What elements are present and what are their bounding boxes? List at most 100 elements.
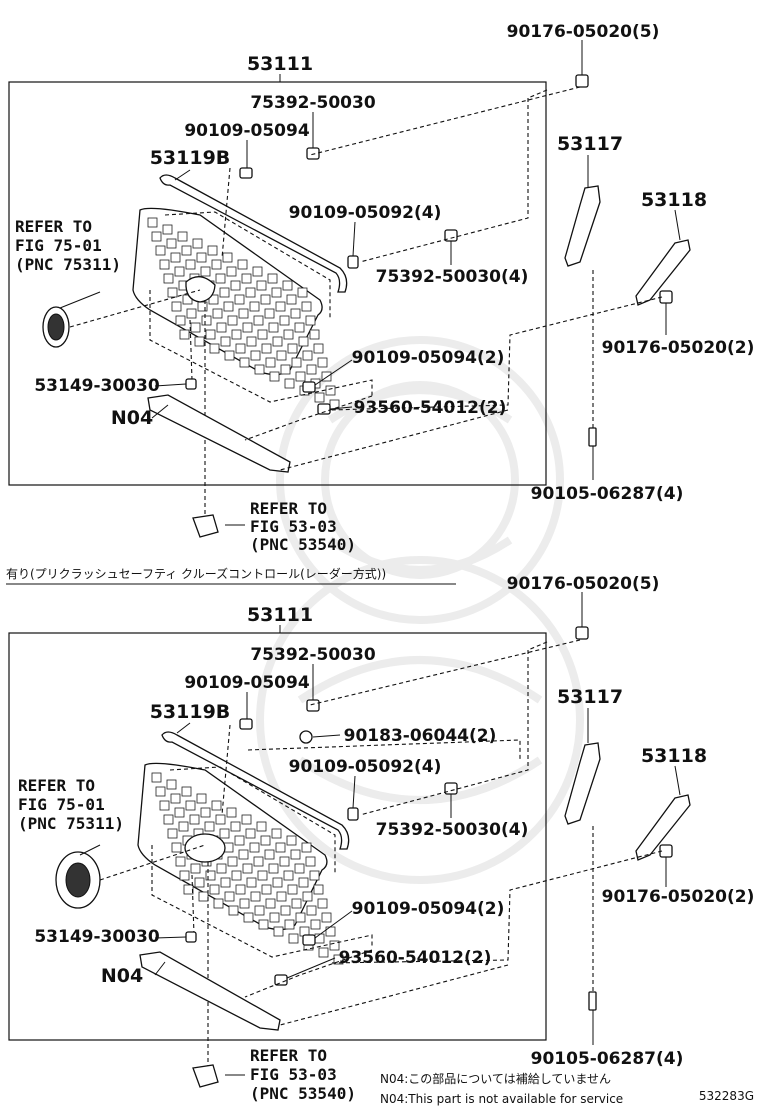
- grille-mesh-cell: [227, 315, 238, 326]
- label-90176-05020-2: 90176-05020(2): [602, 338, 755, 358]
- grille-mesh-cell: [200, 807, 211, 818]
- grille-mesh-cell: [241, 814, 252, 825]
- grille-mesh-cell: [216, 322, 227, 333]
- bracket-53118: [635, 794, 691, 861]
- grille-mesh-cell: [288, 933, 299, 944]
- label-53149-30030: 53149-30030: [34, 376, 160, 396]
- bracket-n04: [147, 394, 291, 473]
- grille-mesh-cell: [269, 371, 280, 382]
- label-53119b: 53119B: [150, 701, 231, 723]
- grille-mesh-cell: [242, 863, 253, 874]
- label-90109-05094: 90109-05094: [184, 121, 310, 141]
- label-75392-50030-4: 75392-50030(4): [376, 267, 529, 287]
- main-part-label: 53111: [247, 604, 313, 626]
- grille-mesh-cell: [260, 294, 271, 305]
- refer-emblem-line3: (PNC 75311): [18, 814, 124, 833]
- grille-mesh-cell: [280, 364, 291, 375]
- grille-mesh-cell: [215, 273, 226, 284]
- grille-mesh-cell: [257, 329, 268, 340]
- grille-mesh-cell: [272, 877, 283, 888]
- grille-mesh-cell: [294, 322, 305, 333]
- grille-mesh-cell: [181, 786, 192, 797]
- grille-mesh-cell: [212, 308, 223, 319]
- grille-mesh-cell: [313, 343, 324, 354]
- emblem: [55, 851, 101, 909]
- grille-mesh-cell: [264, 308, 275, 319]
- grille-mesh-cell: [260, 835, 271, 846]
- main-part-label: 53111: [247, 53, 313, 75]
- footnote-en: N04:This part is not available for servi…: [380, 1092, 623, 1106]
- grille-mesh-cell: [253, 856, 264, 867]
- label-n04: N04: [111, 407, 153, 429]
- label-53149-30030: 53149-30030: [34, 927, 160, 947]
- label-90183-06044-2: 90183-06044(2): [344, 726, 497, 746]
- grille-mesh-cell: [177, 231, 188, 242]
- grille-mesh-cell: [287, 884, 298, 895]
- grille-mesh-cell: [171, 301, 182, 312]
- refer-bottom-line1: REFER TO: [250, 499, 327, 518]
- grille-mesh-cell: [295, 912, 306, 923]
- grille-mesh-cell: [211, 800, 222, 811]
- watermark-emblem: [256, 336, 584, 884]
- grille-mesh-cell: [166, 779, 177, 790]
- label-90109-05092-4: 90109-05092(4): [289, 757, 442, 777]
- label-93560-54012-2: 93560-54012(2): [339, 948, 492, 968]
- label-90176-05020-5: 90176-05020(5): [507, 574, 660, 594]
- grille-mesh-cell: [204, 821, 215, 832]
- label-90109-05094-2: 90109-05094(2): [352, 899, 505, 919]
- grille-mesh-cell: [220, 336, 231, 347]
- refer-bottom-line3: (PNC 53540): [250, 1084, 356, 1103]
- lower-frame: [8, 632, 547, 1041]
- grille-mesh-cell: [250, 891, 261, 902]
- grille-mesh-cell: [216, 863, 227, 874]
- grille-mesh-cell: [246, 877, 257, 888]
- grille-mesh-cell: [183, 884, 194, 895]
- grille-mesh-cell: [166, 238, 177, 249]
- label-93560-54012-2: 93560-54012(2): [354, 398, 507, 418]
- grille-mesh-cell: [174, 266, 185, 277]
- grille-mesh-cell: [258, 919, 269, 930]
- grille-mesh-cell: [276, 350, 287, 361]
- grille-mesh-cell: [181, 245, 192, 256]
- grille-mesh-cell: [283, 329, 294, 340]
- grille-mesh-cell: [275, 842, 286, 853]
- grille-mesh-cell: [190, 863, 201, 874]
- grille-mesh-cell: [235, 884, 246, 895]
- footnote-jp: N04:この部品については補給していません: [380, 1071, 611, 1086]
- grille-mesh-cell: [163, 273, 174, 284]
- label-53118: 53118: [641, 745, 707, 767]
- refer-emblem-line1: REFER TO: [15, 217, 92, 236]
- grille-mesh-cell: [178, 821, 189, 832]
- grille-mesh-cell: [246, 336, 257, 347]
- grille-mesh-cell: [215, 814, 226, 825]
- grille-mesh-cell: [159, 259, 170, 270]
- grille-mesh-cell: [264, 849, 275, 860]
- grille-mesh-cell: [222, 252, 233, 263]
- condition-note: 有り(プリクラッシュセーフティ クルーズコントロール(レーダー方式)): [6, 566, 386, 581]
- grille-mesh-cell: [298, 336, 309, 347]
- grille-mesh-cell: [309, 870, 320, 881]
- grille-mesh-cell: [291, 898, 302, 909]
- grille-mesh-cell: [250, 350, 261, 361]
- grille-mesh-cell: [317, 357, 328, 368]
- grille-mesh-cell: [234, 835, 245, 846]
- label-90109-05094: 90109-05094: [184, 673, 310, 693]
- label-75392-50030-4: 75392-50030(4): [376, 820, 529, 840]
- moulding-53119b: [161, 731, 350, 850]
- grille-mesh-cell: [211, 259, 222, 270]
- grille-mesh-cell: [291, 357, 302, 368]
- grille-mesh-cell: [238, 849, 249, 860]
- grille-mesh-cell: [302, 891, 313, 902]
- grille-mesh-cell: [290, 308, 301, 319]
- grille-mesh-cell: [163, 814, 174, 825]
- grille-mesh-cell: [317, 898, 328, 909]
- label-75392-50030: 75392-50030: [250, 645, 376, 665]
- bracket-53117: [564, 742, 601, 825]
- grille-mesh-cell: [282, 280, 293, 291]
- label-90105-06287-4: 90105-06287(4): [531, 484, 684, 504]
- grille-mesh-cell: [265, 357, 276, 368]
- grille-mesh-cell: [155, 786, 166, 797]
- grille-mesh-cell: [234, 294, 245, 305]
- grille-mesh-cell: [224, 350, 235, 361]
- grille-mesh-cell: [196, 793, 207, 804]
